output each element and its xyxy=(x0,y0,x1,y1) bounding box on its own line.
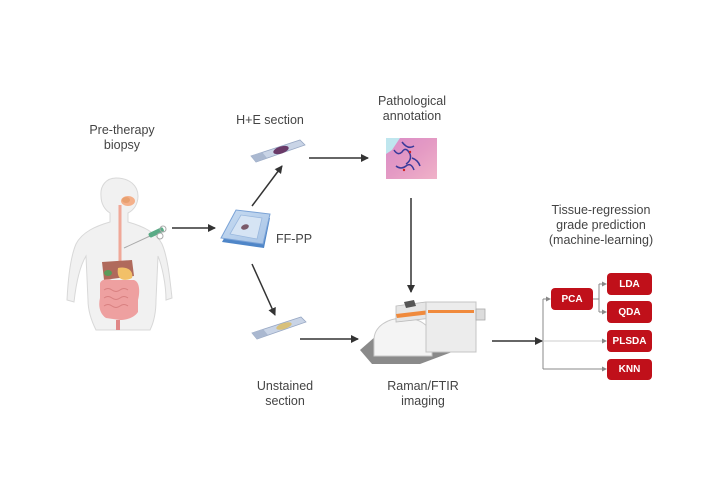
syringe-icon xyxy=(123,225,167,249)
human-body-digestive-icon xyxy=(66,177,173,331)
he-section-label: H+E section xyxy=(236,113,304,127)
label-line: Pathological xyxy=(377,94,447,108)
histology-image-icon xyxy=(386,138,437,179)
label-line: (machine-learning) xyxy=(548,233,654,247)
label-line: annotation xyxy=(382,109,442,123)
ml-connectors xyxy=(542,281,607,372)
qda-box: QDA xyxy=(607,301,652,323)
unstained-slide-icon xyxy=(251,316,307,340)
label-line: imaging xyxy=(401,394,445,408)
tissue-regression-label: Tissue-regression grade prediction (mach… xyxy=(538,203,664,248)
label-line: section xyxy=(265,394,305,408)
knn-box: KNN xyxy=(607,359,652,380)
label-line: Tissue-regression xyxy=(551,203,651,217)
ffpp-label: FF-PP xyxy=(276,232,313,246)
label-line: Pre-therapy xyxy=(89,123,155,137)
arrow-ffpp-to-he xyxy=(251,165,283,207)
label-line: Unstained xyxy=(256,379,314,393)
pathological-annotation-label: Pathological annotation xyxy=(362,94,462,124)
label-line: Raman/FTIR xyxy=(387,379,459,393)
pca-box: PCA xyxy=(551,288,593,310)
label-line: grade prediction xyxy=(556,218,646,232)
pre-therapy-biopsy-label: Pre-therapy biopsy xyxy=(77,123,167,153)
label-line: biopsy xyxy=(103,138,141,152)
he-slide-icon xyxy=(250,139,306,163)
unstained-section-label: Unstained section xyxy=(250,379,320,409)
arrow-ffpp-to-unstained xyxy=(251,263,276,316)
ffpp-cassette-icon xyxy=(220,209,271,248)
raman-microscope-icon xyxy=(360,300,486,364)
lda-box: LDA xyxy=(607,273,652,295)
plsda-box: PLSDA xyxy=(607,330,652,352)
raman-ftir-imaging-label: Raman/FTIR imaging xyxy=(378,379,468,409)
